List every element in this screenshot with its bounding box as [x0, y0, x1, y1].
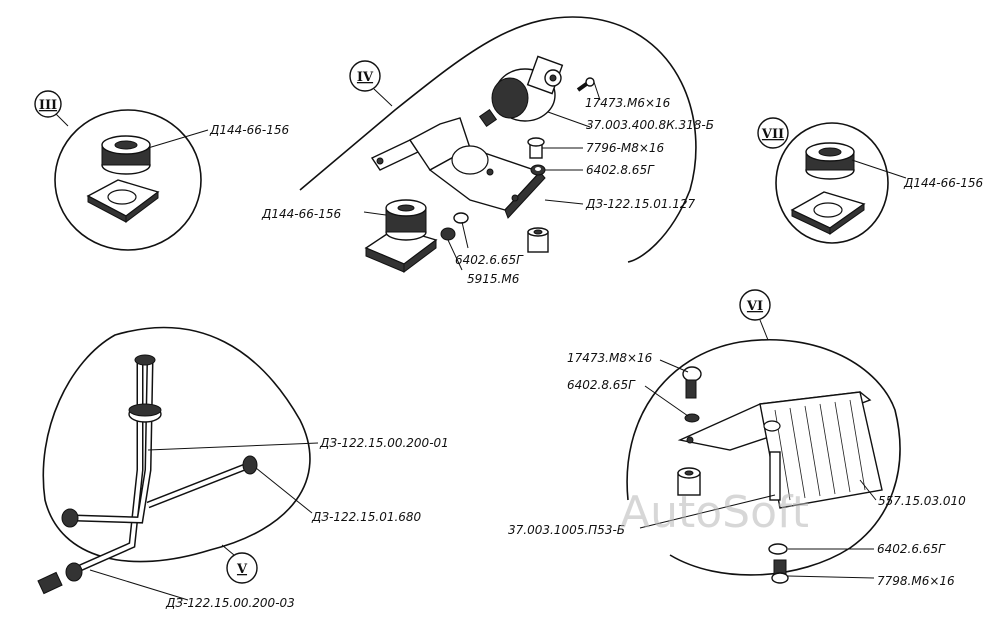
view-iii-roman: III	[39, 98, 57, 113]
label-vi-1: 17473.М8×16	[567, 351, 653, 365]
view-vi-outline	[626, 338, 901, 576]
bolt-vi-top	[682, 366, 702, 399]
label-vi-6: 7798.М6×16	[877, 574, 955, 588]
bolt-vi-bottom	[771, 559, 789, 584]
rubber-bushing-vii	[805, 142, 855, 180]
spacer-iv	[527, 227, 549, 253]
view-iv-roman: IV	[357, 70, 374, 85]
view-iii: III Д144-66-156	[34, 90, 289, 251]
label-vi-3: 557.15.03.010	[878, 494, 966, 508]
view-vi: VI	[508, 289, 966, 588]
washer-vi-bottom	[768, 543, 788, 555]
view-iii-marker	[34, 90, 62, 118]
switch-unit-iv	[478, 55, 564, 128]
label-vi-2: 6402.8.65Г	[567, 378, 636, 392]
view-vii-outline	[775, 122, 889, 244]
view-vi-marker	[739, 289, 771, 321]
label-vi-4: 37.003.1005.П53-Б	[508, 523, 625, 537]
label-iv-3: 7796-М8×16	[586, 141, 665, 155]
watermark: AutoSoft	[620, 487, 809, 538]
label-iv-4: 6402.8.65Г	[586, 163, 655, 177]
washer-vi-top	[684, 413, 700, 423]
view-iv-marker	[349, 60, 381, 92]
label-iii-1: Д144-66-156	[209, 123, 289, 137]
rubber-bushing-iv	[364, 199, 438, 273]
nut-iv	[440, 227, 456, 241]
label-v-2: ДЗ-122.15.01.680	[311, 510, 422, 524]
washer-iv	[453, 212, 469, 224]
view-vii-marker	[757, 117, 789, 149]
label-v-3: ДЗ-122.15.00.200-03	[165, 596, 295, 610]
label-iv-6: Д144-66-156	[261, 207, 341, 221]
rubber-bushing-iii	[101, 135, 151, 175]
bracket-iv	[370, 117, 546, 219]
view-iv: IV	[261, 16, 714, 286]
view-vii: VII Д144-66-156	[757, 117, 983, 244]
label-iv-1: 17473.М6×16	[585, 96, 671, 110]
view-v-outline	[42, 326, 311, 563]
label-iv-2: 37.003.400.8К.318-Б	[586, 118, 714, 132]
view-vi-roman: VI	[746, 299, 763, 314]
label-vii-1: Д144-66-156	[903, 176, 983, 190]
label-vi-5: 6402.6.65Г	[877, 542, 946, 556]
label-iv-7: 6402.6.65Г	[455, 253, 524, 267]
view-v-marker	[226, 552, 258, 584]
view-v: V ДЗ-122.15.00.200-01 ДЗ-122.15.01.680 Д…	[37, 326, 449, 610]
square-plate-iii	[86, 179, 160, 223]
screw-iv	[576, 77, 595, 92]
view-iv-outline	[299, 16, 697, 263]
label-iv-5: ДЗ-122.15.01.127	[585, 197, 696, 211]
view-v-roman: V	[236, 562, 248, 577]
bracket-vi	[677, 391, 883, 509]
view-iii-outline	[54, 109, 202, 251]
spacer-vi	[677, 467, 701, 496]
pipe-assembly-v	[37, 354, 258, 595]
label-iv-8: 5915.М6	[467, 272, 520, 286]
bolt-iv	[527, 137, 546, 176]
label-v-1: ДЗ-122.15.00.200-01	[319, 436, 449, 450]
square-plate-vii	[790, 191, 866, 235]
view-vii-roman: VII	[761, 127, 784, 142]
